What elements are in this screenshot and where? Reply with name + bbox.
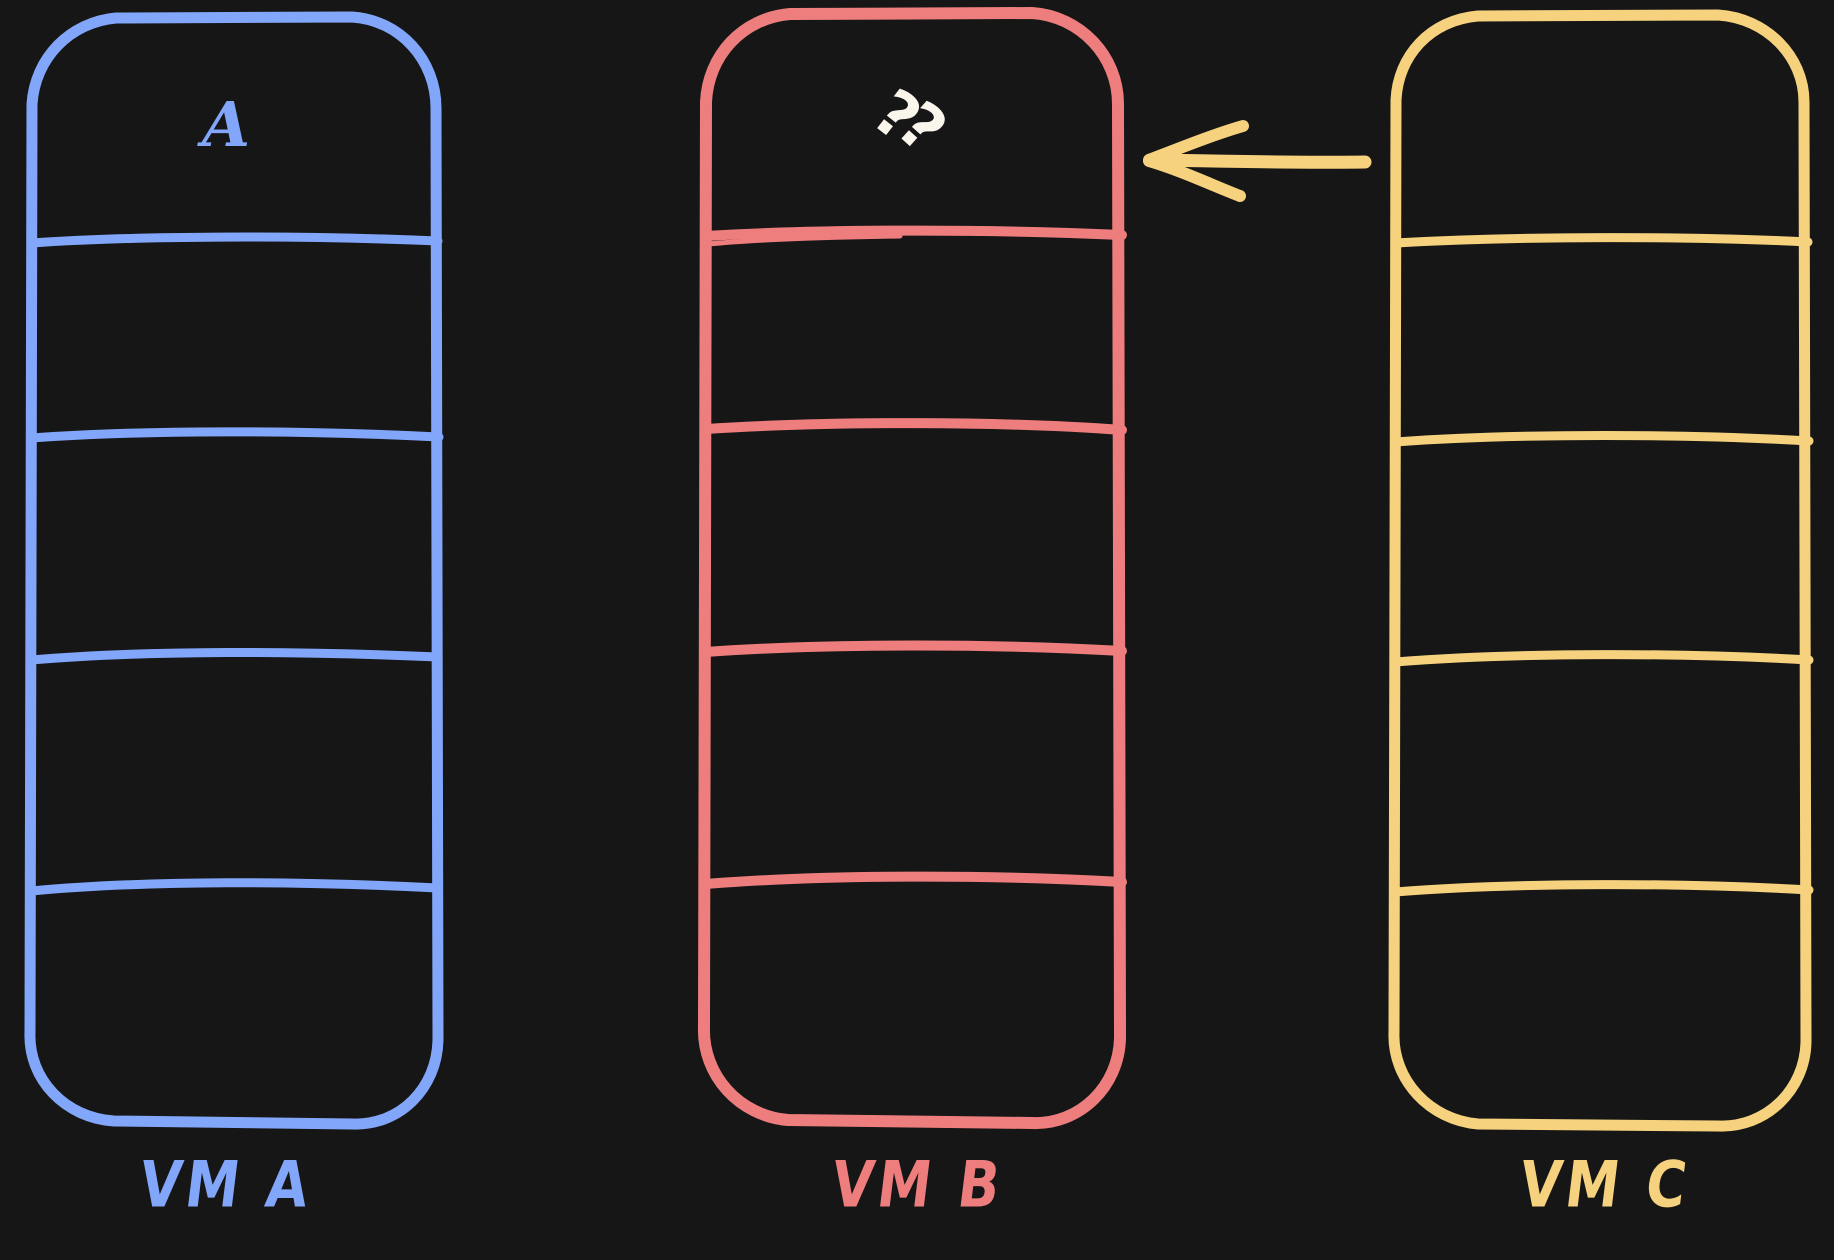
arrow-head-lower-barb [1143, 155, 1246, 202]
vm-c-divider-4 [1390, 880, 1814, 897]
vm-b-outline [697, 7, 1126, 1130]
vm-a-divider-2 [26, 427, 444, 443]
vm-b-divider-2 [701, 418, 1127, 435]
arrow-c-to-b-icon[interactable] [1143, 120, 1372, 202]
arrow-shaft [1143, 153, 1372, 169]
vm-a-outline [24, 11, 444, 1130]
vm-a-divider-3 [26, 647, 443, 665]
vm-b-divider-1 [701, 225, 1127, 241]
vm-a-container[interactable] [24, 11, 444, 1130]
vm-c-divider-2 [1390, 431, 1814, 447]
vm-b-divider-4 [701, 871, 1127, 889]
vm-b-outline-secondary [701, 428, 709, 742]
vm-b-container[interactable] [697, 7, 1127, 1130]
vm-c-label: VM C [1515, 1147, 1695, 1222]
vm-a-divider-4 [26, 878, 443, 896]
vm-b-label: VM B [827, 1147, 1009, 1222]
vm-b-divider-1b [705, 233, 903, 247]
vm-c-container[interactable] [1388, 9, 1814, 1132]
vm-c-divider-1 [1391, 233, 1813, 248]
vm-b-cell-0-content: ?? [859, 76, 957, 166]
vm-b-divider-3 [701, 640, 1127, 657]
vm-a-cell-0-content: A [202, 88, 251, 161]
vm-c-outline [1388, 9, 1812, 1132]
vm-a-label: VM A [135, 1147, 317, 1222]
vm-c-divider-3 [1390, 650, 1814, 667]
arrow-head-upper-barb [1143, 120, 1249, 166]
vm-a-divider-1 [27, 232, 443, 248]
